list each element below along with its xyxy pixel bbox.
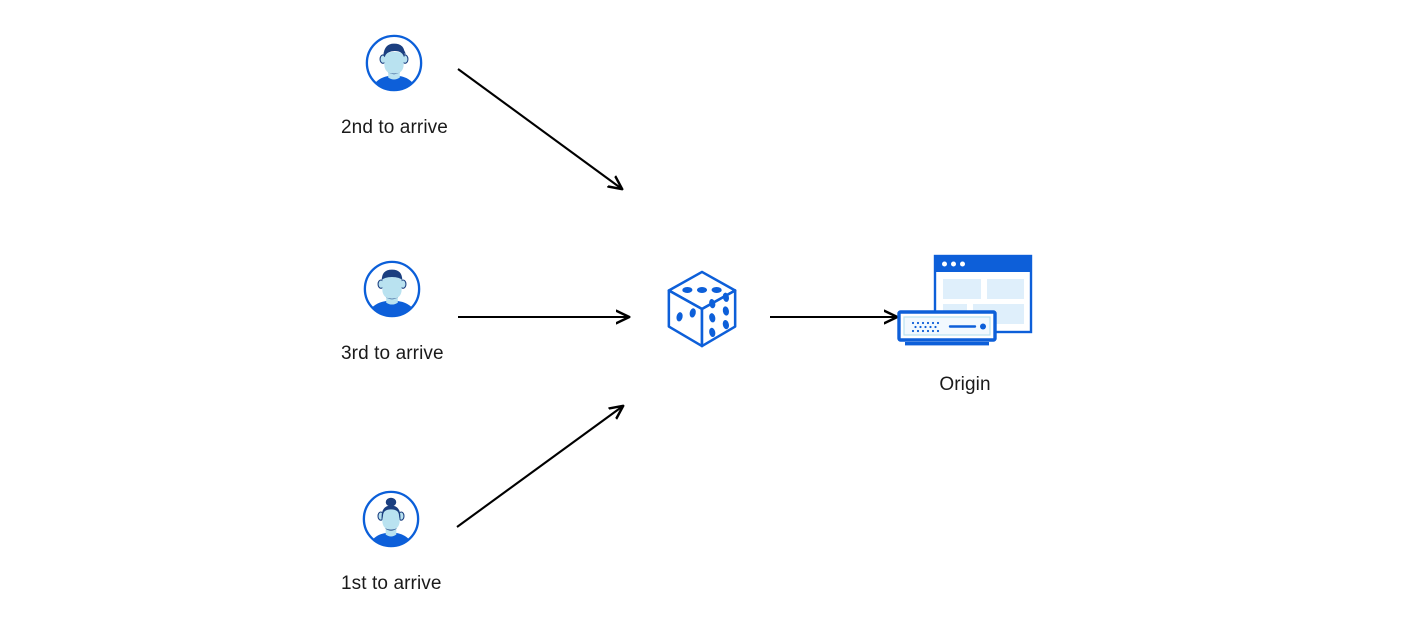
node-label: Origin	[939, 374, 991, 395]
node-label: 3rd to arrive	[341, 343, 444, 364]
node-label: 1st to arrive	[341, 573, 442, 594]
node-origin: Origin	[895, 252, 1035, 394]
user-avatar-icon	[363, 32, 425, 94]
connector-first-to-dice	[456, 406, 623, 528]
dice-icon	[663, 268, 741, 350]
node-label: 2nd to arrive	[341, 117, 448, 138]
node-second-to-arrive: 2nd to arrive	[341, 32, 448, 137]
node-first-to-arrive: 1st to arrive	[341, 488, 442, 593]
connector-second-to-dice	[457, 68, 622, 189]
user-avatar-icon	[361, 258, 423, 320]
node-dice	[663, 268, 741, 350]
origin-server-icon	[895, 252, 1035, 357]
node-third-to-arrive: 3rd to arrive	[341, 258, 444, 363]
server-appliance	[897, 310, 997, 346]
user-avatar-icon	[360, 488, 422, 550]
